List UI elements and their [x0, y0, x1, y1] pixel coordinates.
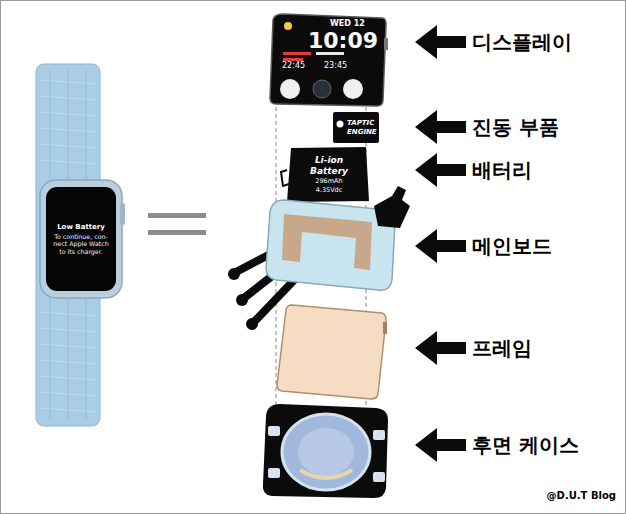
- battery-spec: 296mAh: [297, 178, 361, 185]
- battery-print: Li-ion Battery: [297, 155, 361, 176]
- battery: Li-ion Battery 296mAh 4.35Vdc: [294, 150, 364, 200]
- part-label: 진동 부품: [472, 115, 559, 140]
- part-label: 프레임: [472, 336, 532, 361]
- complication-text: 22:45: [282, 61, 305, 70]
- complication-text: 23:45: [324, 61, 347, 70]
- watermark: @D.U.T Blog: [547, 490, 616, 503]
- time-text: 10:09: [308, 28, 378, 53]
- part-print: TAPTIC ENGINE: [347, 119, 375, 135]
- taptic-engine: TAPTIC ENGINE: [344, 113, 378, 142]
- screen-message: To continue, con-nect Apple Watch to its…: [51, 233, 111, 255]
- part-label: 배터리: [472, 158, 532, 183]
- battery-spec: 4.35Vdc: [297, 187, 361, 194]
- watch-screen: Low Battery To continue, con-nect Apple W…: [48, 190, 114, 288]
- display-screen: WED 1210:0922:45 23:45: [272, 16, 384, 104]
- screen-title: Low Battery: [51, 223, 111, 231]
- date-text: WED 12: [330, 19, 365, 28]
- part-label: 디스플레이: [472, 30, 572, 55]
- part-label: 후면 케이스: [472, 433, 579, 458]
- part-label: 메인보드: [472, 234, 552, 259]
